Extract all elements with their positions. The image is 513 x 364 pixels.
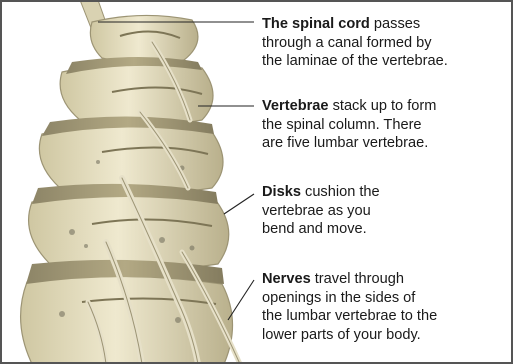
label-term: Vertebrae <box>262 98 329 114</box>
label-nerves: Nerves travel through openings in the si… <box>262 270 512 344</box>
label-spinal-cord: The spinal cord passes through a canal f… <box>262 15 512 71</box>
label-text: vertebrae as you <box>262 203 371 219</box>
label-text: the lumbar vertebrae to the <box>262 308 437 324</box>
label-term: Disks <box>262 184 301 200</box>
label-text: openings in the sides of <box>262 290 415 306</box>
label-text: cushion the <box>305 184 380 200</box>
label-text: travel through <box>315 271 404 287</box>
leader-line-nerves <box>228 280 254 320</box>
label-text: lower parts of your body. <box>262 327 421 343</box>
label-term: Nerves <box>262 271 311 287</box>
label-text: through a canal formed by <box>262 35 432 51</box>
label-text: bend and move. <box>262 221 367 237</box>
label-vertebrae: Vertebrae stack up to form the spinal co… <box>262 97 512 153</box>
label-disks: Disks cushion the vertebrae as you bend … <box>262 183 462 239</box>
label-text: are five lumbar vertebrae. <box>262 135 428 151</box>
label-text: stack up to form <box>333 98 437 114</box>
label-text: the laminae of the vertebrae. <box>262 53 448 69</box>
label-text: passes <box>374 16 420 32</box>
leader-line-disks <box>224 194 254 214</box>
label-text: the spinal column. There <box>262 117 422 133</box>
label-term: The spinal cord <box>262 16 370 32</box>
